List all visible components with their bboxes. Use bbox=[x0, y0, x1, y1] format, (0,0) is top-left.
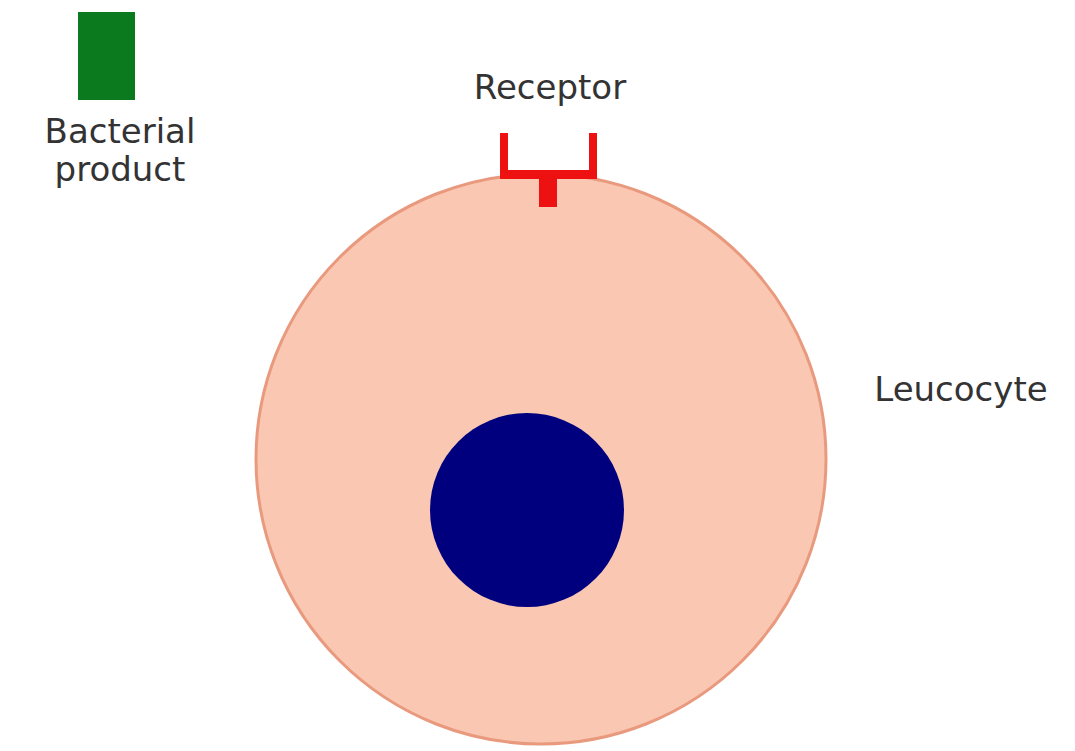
shape-outline bbox=[250, 168, 1070, 748]
leucocyte-cell: Leucocyte bbox=[250, 168, 1070, 748]
bacterial-product: Bacterial product bbox=[20, 10, 220, 210]
node-label: Bacterial product bbox=[20, 112, 220, 188]
node-label: Receptor bbox=[420, 68, 680, 106]
node-label: Leucocyte bbox=[856, 370, 1066, 408]
cell-membrane bbox=[256, 174, 826, 744]
bacterial-product-shape bbox=[78, 12, 135, 100]
receptor: Receptor bbox=[420, 68, 680, 210]
cell-nucleus bbox=[430, 413, 624, 607]
